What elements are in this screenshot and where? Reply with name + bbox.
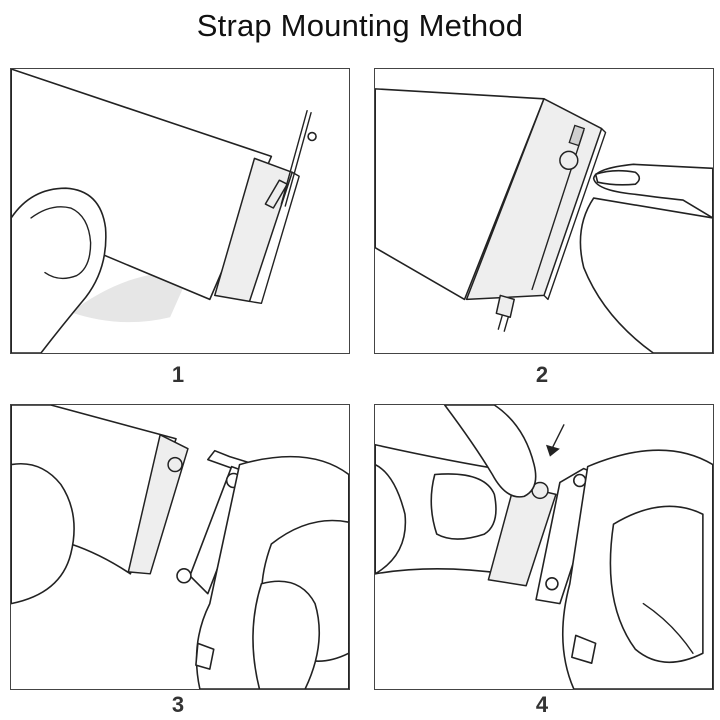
step-4-panel — [374, 404, 714, 690]
step-3-panel — [10, 404, 350, 690]
thumb — [11, 187, 107, 353]
crown — [571, 634, 597, 664]
step-number-3: 3 — [171, 692, 185, 717]
step-2-illustration — [375, 88, 713, 353]
strap — [375, 88, 545, 301]
fingernail — [594, 169, 641, 186]
hand — [11, 463, 75, 605]
step-1-panel — [10, 68, 350, 354]
spring-bar — [280, 110, 308, 205]
page-title: Strap Mounting Method — [196, 8, 524, 43]
spring-bar-pin — [307, 131, 317, 142]
finger — [443, 405, 537, 498]
press-arrow — [551, 424, 565, 450]
step-number-1: 1 — [171, 362, 185, 387]
step-2-panel — [374, 68, 714, 354]
step-3-illustration — [11, 405, 349, 689]
hand — [375, 463, 407, 575]
spring-bar-knob — [559, 150, 579, 171]
step-1-illustration — [11, 69, 317, 353]
step-number-2: 2 — [535, 362, 549, 387]
step-number-4: 4 — [535, 692, 549, 717]
step-4-illustration — [375, 405, 713, 689]
crown — [195, 642, 215, 670]
